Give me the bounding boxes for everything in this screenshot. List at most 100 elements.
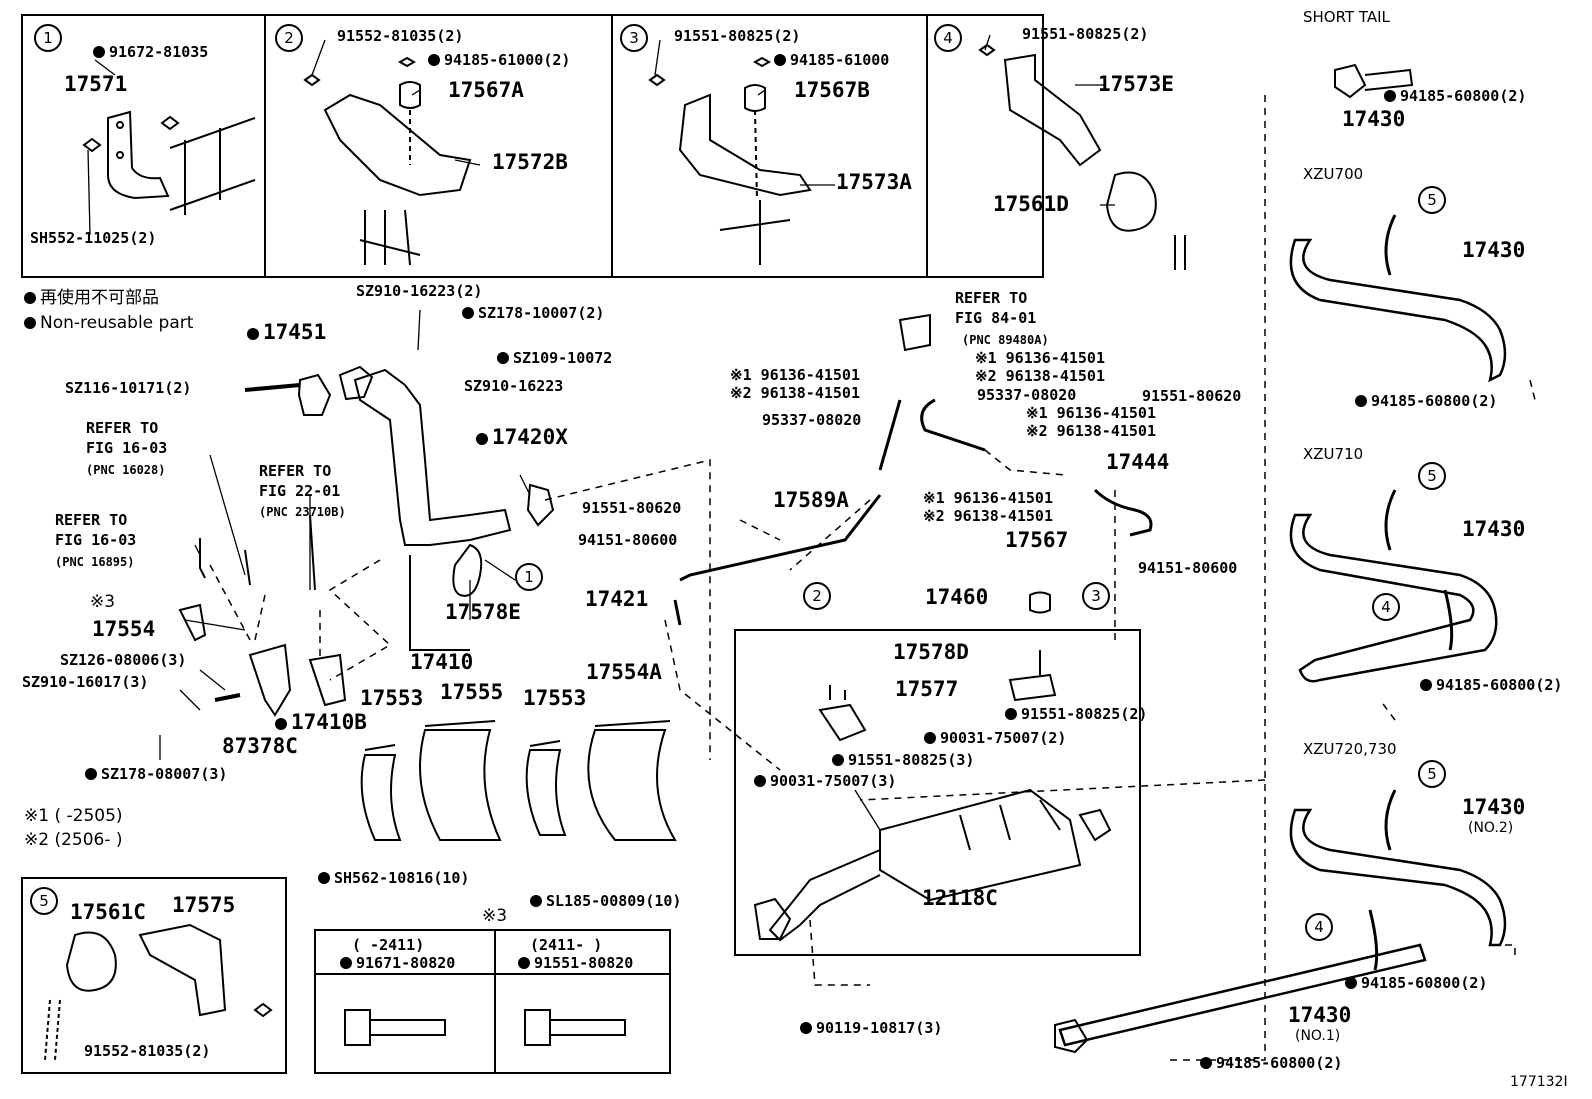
label-91551-80620-a: 91551-80620 — [582, 499, 682, 517]
label-sl185-00809: SL185-00809(10) — [530, 893, 681, 910]
non-reusable-icon — [530, 895, 542, 907]
note-1: ※1 ( -2505) — [24, 806, 123, 826]
label-17561c: 17561C — [70, 900, 146, 924]
label-no1: (NO.1) — [1295, 1028, 1341, 1044]
callout-1: 1 — [515, 563, 543, 591]
label-17577: 17577 — [895, 677, 959, 701]
label-17430-xzu700: 17430 — [1462, 238, 1526, 262]
label-sz126-08006: SZ126-08006(3) — [60, 651, 187, 669]
callout-2: 2 — [803, 582, 831, 610]
label-94185-60800-no2: 94185-60800(2) — [1345, 975, 1487, 992]
label-12118c: 12118C — [922, 886, 998, 910]
label-17567: 17567 — [1005, 528, 1069, 552]
non-reusable-icon — [85, 768, 97, 780]
label-17578d: 17578D — [893, 640, 969, 664]
label-96136-a: ※1 96136-41501 — [975, 349, 1105, 367]
label-note3: ※3 — [90, 592, 116, 612]
non-reusable-icon — [275, 718, 287, 730]
non-reusable-icon — [518, 957, 530, 969]
label-refer-to-2: REFER TO — [259, 462, 332, 480]
label-91552-81035: 91552-81035(2) — [337, 27, 464, 45]
label-pnc-16028: (PNC 16028) — [86, 463, 166, 477]
label-91672-81035: 91672-81035 — [93, 44, 208, 61]
label-96136-d: ※1 96136-41501 — [923, 489, 1053, 507]
non-reusable-icon — [476, 433, 488, 445]
label-17460: 17460 — [925, 585, 989, 609]
inset-1-badge: 1 — [34, 24, 62, 52]
label-refer-to-1: REFER TO — [86, 419, 159, 437]
label-17589a: 17589A — [773, 488, 849, 512]
non-reusable-icon — [24, 292, 36, 304]
non-reusable-icon — [497, 352, 509, 364]
label-fig-84-01: FIG 84-01 — [955, 309, 1037, 327]
variant-xzu710: XZU710 — [1303, 445, 1364, 463]
label-sz178-10007: SZ178-10007(2) — [462, 305, 604, 322]
label-17554: 17554 — [92, 617, 156, 641]
non-reusable-icon — [24, 317, 36, 329]
legend-jp: 再使用不可部品 — [24, 290, 159, 307]
label-refer-to-3: REFER TO — [55, 511, 128, 529]
label-fig-22-01: FIG 22-01 — [259, 482, 341, 500]
label-17571: 17571 — [64, 72, 128, 96]
label-17430-short: 17430 — [1342, 107, 1406, 131]
label-17572b: 17572B — [492, 150, 568, 174]
inset-5-badge: 5 — [30, 887, 58, 915]
label-17430-no2: 17430 — [1462, 795, 1526, 819]
non-reusable-icon — [924, 732, 936, 744]
label-sh552-11025: SH552-11025(2) — [30, 229, 157, 247]
label-96138-a: ※2 96138-41501 — [975, 367, 1105, 385]
label-17561d: 17561D — [993, 192, 1069, 216]
label-17430-xzu710: 17430 — [1462, 517, 1526, 541]
callout-5-b: 5 — [1418, 462, 1446, 490]
note-2: ※2 (2506- ) — [24, 830, 123, 850]
label-sz116-10171: SZ116-10171(2) — [65, 379, 192, 397]
inset-2-badge: 2 — [275, 24, 303, 52]
label-pnc-23710b: (PNC 23710B) — [259, 505, 346, 519]
non-reusable-icon — [428, 54, 440, 66]
label-91552-81035-b: 91552-81035(2) — [84, 1042, 211, 1060]
label-sz178-08007: SZ178-08007(3) — [85, 766, 227, 783]
inset-3-badge: 3 — [620, 24, 648, 52]
label-17567b: 17567B — [794, 78, 870, 102]
callout-5-a: 5 — [1418, 186, 1446, 214]
label-17421: 17421 — [585, 587, 649, 611]
diagram-id: 177132I — [1510, 1074, 1568, 1090]
label-94185-60800-xzu710: 94185-60800(2) — [1420, 677, 1562, 694]
label-sz910-16223: SZ910-16223 — [464, 377, 564, 395]
label-sz910-16223-2: SZ910-16223(2) — [356, 282, 483, 300]
bolt-table-range-2: (2411- ) — [530, 936, 603, 954]
label-sz109-10072: SZ109-10072 — [497, 350, 612, 367]
label-96138-b: ※2 96138-41501 — [730, 384, 860, 402]
label-17555: 17555 — [440, 680, 504, 704]
label-91551-80825-b: 91551-80825(2) — [1022, 25, 1149, 43]
label-fig-16-03-2: FIG 16-03 — [55, 531, 137, 549]
label-sh562-10816: SH562-10816(10) — [318, 870, 469, 887]
label-pnc-16895: (PNC 16895) — [55, 555, 135, 569]
non-reusable-icon — [774, 54, 786, 66]
label-17410b: 17410B — [275, 710, 367, 734]
non-reusable-icon — [462, 307, 474, 319]
label-90031-3: 90031-75007(3) — [754, 773, 896, 790]
label-94151-80600-a: 94151-80600 — [578, 531, 678, 549]
label-17578e: 17578E — [445, 600, 521, 624]
variant-xzu720-730: XZU720,730 — [1303, 740, 1397, 758]
label-91551-80620-b: 91551-80620 — [1142, 387, 1242, 405]
label-94185-61000: 94185-61000 — [774, 52, 889, 69]
label-17567a: 17567A — [448, 78, 524, 102]
label-94151-80600-b: 94151-80600 — [1138, 559, 1238, 577]
label-91551-80825-a: 91551-80825(2) — [674, 27, 801, 45]
label-90119-10817: 90119-10817(3) — [800, 1020, 942, 1037]
label-17573e: 17573E — [1098, 72, 1174, 96]
non-reusable-icon — [1345, 977, 1357, 989]
label-94185-60800-no1: 94185-60800(2) — [1200, 1055, 1342, 1072]
non-reusable-icon — [832, 754, 844, 766]
label-96138-d: ※2 96138-41501 — [923, 507, 1053, 525]
label-17554a: 17554A — [586, 660, 662, 684]
non-reusable-icon — [1355, 395, 1367, 407]
label-95337-b: 95337-08020 — [762, 411, 862, 429]
label-17410: 17410 — [410, 650, 474, 674]
label-17451: 17451 — [247, 320, 326, 344]
non-reusable-icon — [754, 775, 766, 787]
